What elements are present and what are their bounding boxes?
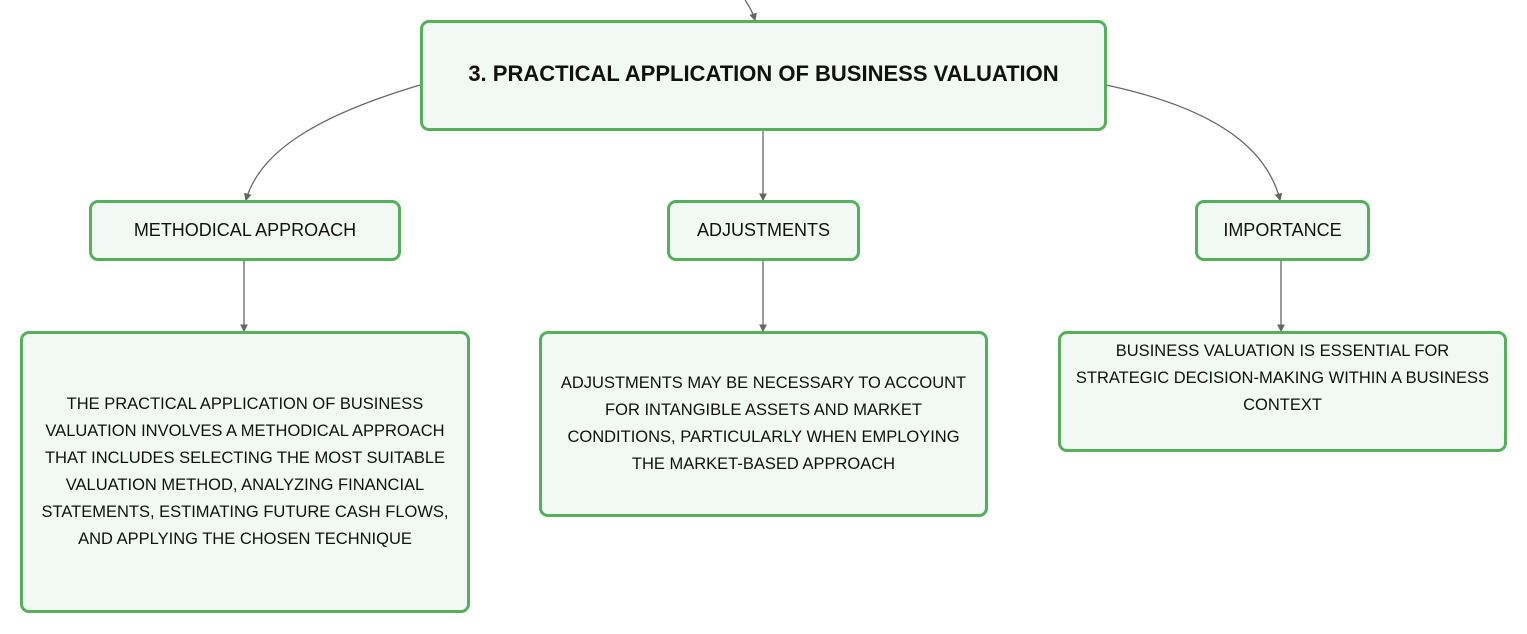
node-methodical-approach[interactable]: Methodical Approach: [89, 200, 401, 261]
node-adjustments[interactable]: Adjustments: [667, 200, 860, 261]
node-label: Methodical Approach: [133, 220, 357, 240]
parent-connector: [744, 0, 757, 22]
root-label: 3. Practical Application of Business Val…: [468, 60, 1059, 86]
detail-methodical-approach[interactable]: The practical application of business va…: [20, 331, 470, 613]
root-node[interactable]: 3. Practical Application of Business Val…: [420, 20, 1107, 131]
detail-text: Business valuation is essential for stra…: [1075, 342, 1490, 414]
detail-text: Adjustments may be necessary to account …: [560, 374, 967, 473]
detail-adjustments[interactable]: Adjustments may be necessary to account …: [539, 331, 988, 517]
node-label: Adjustments: [696, 220, 830, 240]
connector-root-methodical: [244, 84, 421, 202]
detail-importance[interactable]: Business valuation is essential for stra…: [1058, 331, 1507, 452]
node-label: Importance: [1223, 220, 1342, 240]
detail-text: The practical application of business va…: [41, 395, 449, 548]
node-importance[interactable]: Importance: [1195, 200, 1370, 261]
connector-root-importance: [1105, 84, 1283, 202]
